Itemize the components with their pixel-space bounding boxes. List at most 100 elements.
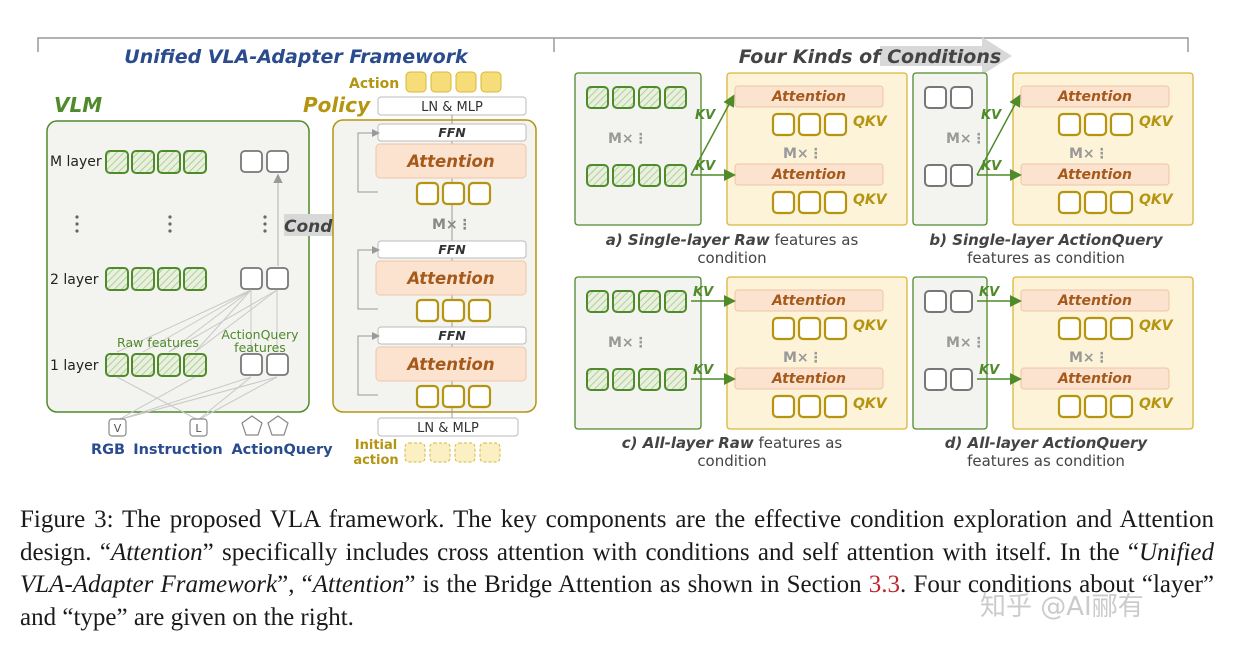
initial-label-2: action [353,453,398,468]
raw-features-label: Raw features [117,335,199,350]
panel-policy-token [797,112,822,137]
panel-policy-token [1083,394,1108,419]
vlm-1-aq-tokens [240,353,289,376]
panel-policy-token [1109,316,1134,341]
panel-policy-token [797,394,822,419]
ln-mlp-top-label: LN & MLP [421,100,483,115]
vlm-2-aq-tokens [240,267,289,290]
panel-policy-token [1083,190,1108,215]
panel-token [638,164,661,187]
rgb-v-glyph: V [114,422,122,435]
panel-qkv-label: QKV [853,114,888,130]
policy-tokens-1 [415,181,492,206]
policy-mx: M×⋮ [432,217,472,233]
vlm-m-aq-tokens [240,150,289,173]
panel-attention-label: Attention [1057,371,1132,387]
panel-policy-token [1109,112,1134,137]
vlm-2-raw-tokens [105,267,207,291]
panel-mx: M×⋮ [608,335,648,351]
panel-attention-label: Attention [1057,167,1132,183]
action-label: Action [349,76,399,92]
initial-label-1: Initial [355,438,397,453]
panel-caption-line1: d) All-layer ActionQuery [945,434,1149,452]
initial-action-tokens [404,442,501,463]
kv-label: KV [979,285,1000,300]
panel-policy-box [1012,72,1194,226]
panel-caption-line2: condition [697,249,766,267]
panel-token [612,86,635,109]
watermark: 知乎 @AI郦有 [980,592,1144,622]
panel-policy-token [771,112,796,137]
panel-policy-token [771,190,796,215]
panel-policy-token [797,190,822,215]
panel-policy-token [1057,112,1082,137]
ffn-label-2: FFN [438,242,466,257]
panel-mx: M×⋮ [946,131,986,147]
panel-caption-line1: a) Single-layer Raw features as [606,231,859,249]
instruction-label: Instruction [133,442,223,458]
panel-qkv-label: QKV [853,318,888,334]
vlm-ellipsis [75,215,267,233]
panel-policy-token [1057,394,1082,419]
panel-token [586,368,609,391]
vlm-box [46,120,310,413]
panel-attention-label: Attention [1057,293,1132,309]
panel-token [586,86,609,109]
panel-token [586,164,609,187]
panel-policy-box [726,276,908,430]
layer-m-label: M layer [50,154,102,170]
panel-token [664,368,687,391]
top-bracket [37,37,1189,52]
section-ref-link[interactable]: 3.3 [868,571,901,598]
instruction-l-icon [189,418,208,437]
panel-caption-line2: features as condition [967,249,1125,267]
panel-attention-box [734,85,884,108]
actionquery-pentagon-icon [241,415,263,436]
panel-token [950,368,973,391]
panel-qkv-label: QKV [853,396,888,412]
attention-label-1: Attention [405,152,494,171]
panel-mx-policy: M×⋮ [1069,350,1109,366]
panel-mx-policy: M×⋮ [1069,146,1109,162]
right-title: Four Kinds of Conditions [739,46,1001,68]
layer-1-label: 1 layer [50,358,99,374]
vlm-label: VLM [54,93,102,117]
panel-caption-line2: features as condition [967,452,1125,470]
kv-label: KV [981,159,1002,174]
panel-token [638,86,661,109]
panel-caption-line1: b) Single-layer ActionQuery [929,231,1163,249]
panel-token [664,290,687,313]
figure-caption: Figure 3: The proposed VLA framework. Th… [20,506,1215,631]
left-title: Unified VLA-Adapter Framework [124,46,469,68]
kv-label: KV [979,363,1000,378]
panel-attention-box [1020,85,1170,108]
panel-policy-token [797,316,822,341]
panel-policy-token [823,112,848,137]
panel-token [950,164,973,187]
panel-policy-token [1057,316,1082,341]
panel-token [924,290,947,313]
ln-mlp-bottom-box [377,417,519,437]
panel-attention-label: Attention [771,89,846,105]
panel-policy-token [1057,190,1082,215]
figure-diagram: Unified VLA-Adapter Framework VLM Policy… [37,37,1194,470]
actionquery-pentagon-icon-2 [267,415,289,436]
kv-arrow [976,94,1021,176]
action-tokens [405,71,502,93]
layer-2-label: 2 layer [50,272,99,288]
vlm-1-raw-tokens [105,353,207,377]
rgb-label: RGB [91,442,125,458]
panel-token [950,290,973,313]
panel-policy-token [823,316,848,341]
attention-label-2: Attention [405,269,494,288]
panel-token [924,368,947,391]
rgb-v-icon [108,418,127,437]
panel-token [664,164,687,187]
vlm-m-raw-tokens [105,150,207,174]
panel-token [638,290,661,313]
panel-mx-policy: M×⋮ [783,146,823,162]
kv-label: KV [695,159,716,174]
